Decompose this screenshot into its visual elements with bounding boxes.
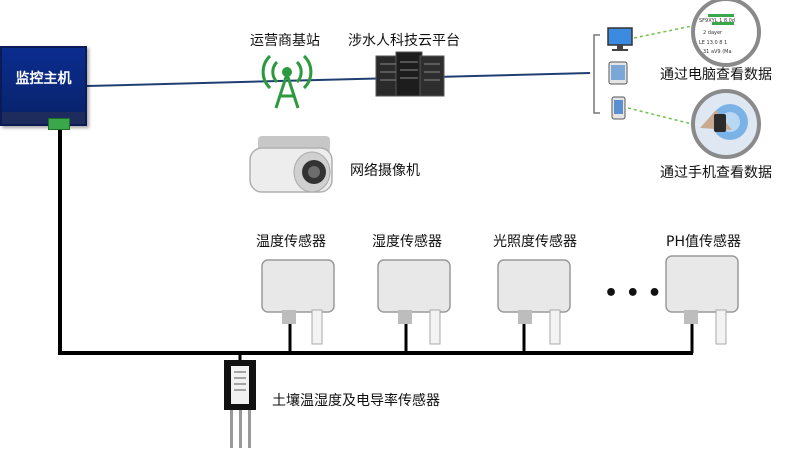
- pc-link: [633, 25, 693, 39]
- phone-link: [627, 107, 693, 125]
- sensor-label-illuminance: 光照度传感器: [493, 234, 577, 250]
- monitoring-host-base: [2, 112, 85, 124]
- camera-label: 网络摄像机: [350, 163, 420, 179]
- host-terminal-connector: [48, 118, 70, 130]
- sensor-device-2: [377, 259, 451, 345]
- soil-sensor-label: 土壤温湿度及电导率传感器: [272, 393, 440, 409]
- pc-screen-line-4: 31 aV9 (Ma: [703, 49, 732, 55]
- cloud-platform-label: 涉水人科技云平台: [348, 33, 460, 49]
- network-line: [86, 72, 591, 87]
- soil-sensor-icon: [224, 360, 256, 448]
- pc-screen-line-2: 2 dayer: [703, 30, 723, 36]
- pc-data-screenshot: [691, 0, 761, 67]
- base-station-label: 运营商基站: [250, 33, 320, 49]
- sensor-label-temperature: 温度传感器: [256, 234, 326, 250]
- monitoring-host: 监控主机: [0, 46, 87, 126]
- base-station-icon: [261, 54, 313, 109]
- device-bracket: [593, 34, 600, 114]
- phone-view-label: 通过手机查看数据: [660, 165, 772, 181]
- camera-icon: [249, 136, 333, 193]
- sensor-device-4: [665, 255, 739, 345]
- phone-icon: [611, 96, 626, 120]
- monitor-icon: [607, 27, 633, 51]
- phone-data-image: [691, 89, 761, 159]
- sensor-device-3: [497, 259, 571, 345]
- sensor-label-ph: PH值传感器: [666, 234, 741, 250]
- pc-view-label: 通过电脑查看数据: [660, 67, 772, 83]
- tablet-icon: [608, 61, 628, 85]
- sensor-device-1: [261, 259, 335, 345]
- monitoring-host-label: 监控主机: [15, 71, 72, 87]
- ellipsis: • • •: [604, 281, 662, 306]
- pc-screen-line-3: LE 13.0 8 1: [699, 40, 727, 46]
- server-icon: [375, 51, 445, 97]
- sensor-label-humidity: 湿度传感器: [372, 234, 442, 250]
- pc-screen-line-1: SF9XYL 1 8.0d: [699, 18, 735, 24]
